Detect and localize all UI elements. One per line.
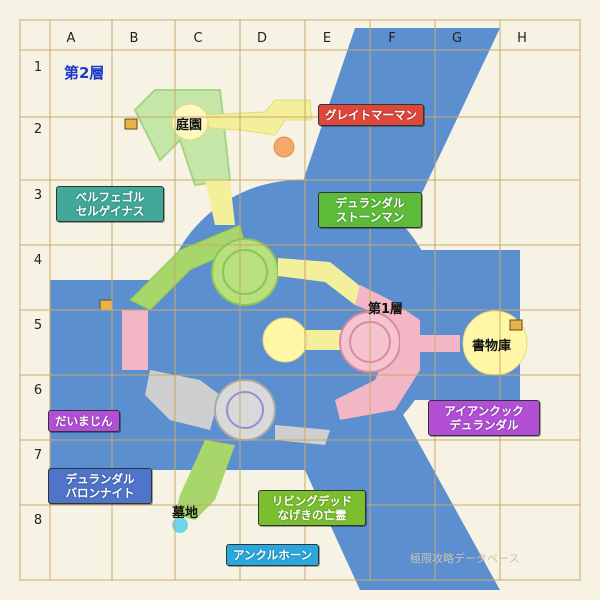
floor1-label: 第1層 — [368, 302, 404, 317]
monster-callout-living-dead[interactable]: リビングデッド なげきの亡霊 — [258, 490, 366, 526]
lower-gray — [145, 370, 220, 430]
monster-callout-ironcook[interactable]: アイアンクック デュランダル — [428, 400, 540, 436]
garden-stem — [205, 180, 235, 225]
row-label: 8 — [33, 513, 43, 528]
chest-icon[interactable] — [99, 299, 113, 311]
graveyard-label: 墓地 — [172, 506, 199, 521]
column-label: F — [388, 31, 396, 46]
column-label: G — [451, 31, 463, 46]
row-label: 4 — [33, 253, 43, 268]
floor-title: 第2層 — [64, 64, 105, 82]
monster-callout-belphegor[interactable]: ベルフェゴル セルゲイナス — [56, 186, 164, 222]
monster-callout-dullahan-stoneman[interactable]: デュランダル ストーンマン — [318, 192, 422, 228]
monster-callout-dullahan-baron[interactable]: デュランダル バロンナイト — [48, 468, 152, 504]
lower-room-gray — [214, 379, 276, 441]
row-label: 5 — [33, 318, 43, 333]
corridor-right-yellow — [278, 258, 365, 305]
left-pillar-pink — [122, 310, 148, 370]
mid-room-yellow — [262, 317, 308, 363]
column-label: C — [193, 31, 203, 46]
mermaid-spot — [273, 136, 295, 158]
row-label: 3 — [33, 188, 43, 203]
first-floor-pink — [335, 285, 420, 420]
watermark: 極限攻略データベース — [410, 552, 520, 565]
monster-callout-great-mermaid[interactable]: グレイトマーマン — [318, 104, 424, 126]
library-label: 書物庫 — [472, 339, 512, 354]
row-label: 6 — [33, 383, 43, 398]
chest-icon[interactable] — [124, 118, 138, 130]
column-label: H — [517, 31, 527, 46]
garden-room — [171, 103, 209, 141]
monster-callout-ankle-horn[interactable]: アンクルホーン — [226, 544, 320, 566]
row-label: 2 — [33, 122, 43, 137]
column-label: A — [66, 31, 76, 46]
row-label: 7 — [33, 448, 43, 463]
monster-callout-daimajin[interactable]: だいまじん — [48, 410, 120, 432]
upper-room-green — [211, 238, 279, 306]
column-label: B — [129, 31, 139, 46]
ankle-horn-spot — [172, 517, 188, 533]
chest-icon[interactable] — [509, 319, 523, 331]
column-label: E — [322, 31, 332, 46]
row-label: 1 — [33, 60, 43, 75]
library-corridor — [400, 335, 460, 352]
graveyard-area — [175, 440, 235, 520]
column-label: D — [256, 31, 267, 46]
garden-label: 庭園 — [176, 118, 203, 133]
